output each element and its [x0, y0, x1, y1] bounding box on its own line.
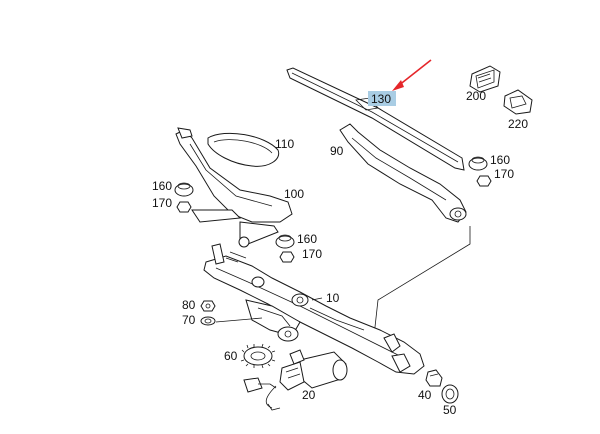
cap-160-right[interactable]: [468, 156, 488, 171]
wiper-blade-110[interactable]: [207, 132, 280, 167]
label-90: 90: [330, 144, 344, 158]
pivot-nut-40[interactable]: [425, 369, 443, 387]
label-100: 100: [284, 187, 304, 201]
cap-160-left[interactable]: [174, 182, 194, 197]
wiper-arm-90[interactable]: [339, 123, 467, 223]
nut-170-left[interactable]: [176, 201, 192, 213]
clip-200[interactable]: [469, 65, 501, 93]
nut-80[interactable]: [200, 300, 216, 312]
label-200: 200: [466, 89, 486, 103]
label-160-left: 160: [152, 179, 172, 193]
nut-170-middle[interactable]: [279, 251, 295, 263]
nut-170-right[interactable]: [476, 175, 492, 187]
label-70: 70: [182, 313, 196, 327]
label-160-right: 160: [490, 153, 510, 167]
label-130: 130: [371, 92, 391, 106]
leader-line-70: [215, 317, 263, 323]
label-10: 10: [326, 291, 340, 305]
label-60: 60: [224, 349, 238, 363]
clip-220[interactable]: [503, 89, 533, 115]
washer-70[interactable]: [200, 316, 216, 326]
wiper-arm-100[interactable]: [175, 127, 293, 248]
cap-50[interactable]: [441, 384, 459, 404]
label-170-left: 170: [152, 196, 172, 210]
label-130-highlight: [368, 91, 396, 106]
label-110: 110: [275, 137, 294, 151]
label-160-middle: 160: [297, 232, 317, 246]
label-170-right: 170: [494, 167, 514, 181]
label-220: 220: [508, 117, 528, 131]
leader-line-10: [311, 297, 323, 301]
label-20: 20: [302, 388, 316, 402]
gear-ring-60[interactable]: [240, 343, 276, 369]
label-80: 80: [182, 298, 196, 312]
red-arrow-icon: [392, 59, 432, 91]
leader-line-90: [373, 226, 471, 337]
wiper-linkage-10[interactable]: [203, 243, 425, 375]
label-50: 50: [443, 403, 457, 417]
label-40: 40: [418, 388, 432, 402]
wiper-blade-130[interactable]: [286, 67, 465, 171]
cap-160-middle[interactable]: [275, 234, 295, 249]
label-170-middle: 170: [302, 247, 322, 261]
wiper-motor-20[interactable]: [243, 349, 348, 411]
